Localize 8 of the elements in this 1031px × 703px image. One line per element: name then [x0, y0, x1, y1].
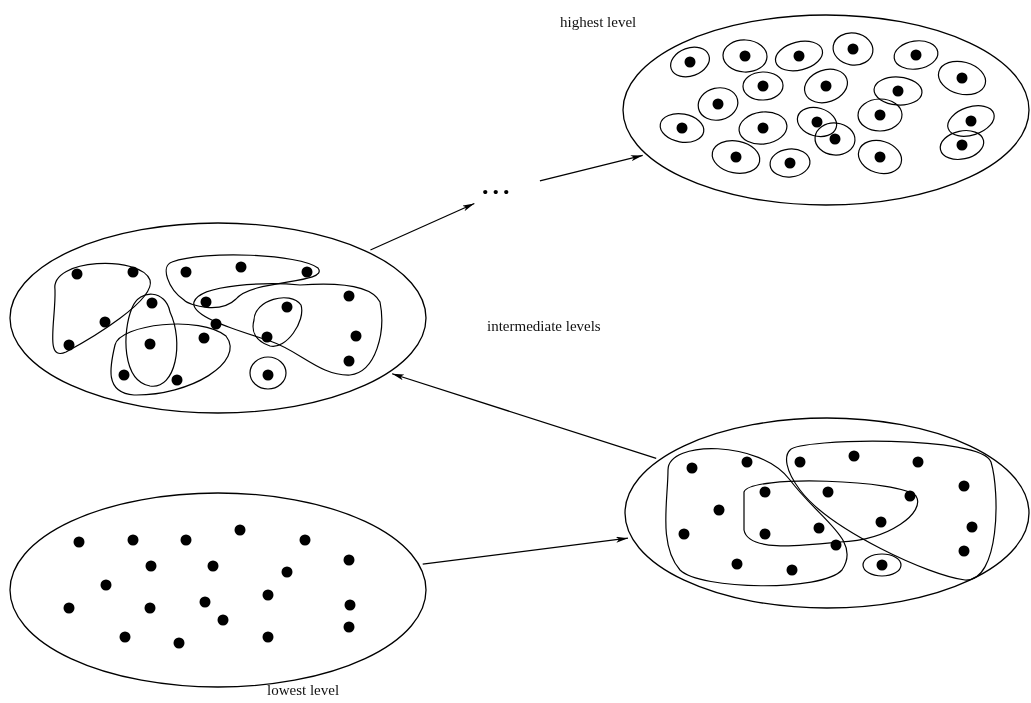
arrow: [369, 203, 475, 251]
arrow: [422, 536, 629, 565]
arrow: [539, 154, 644, 182]
arrow: [391, 373, 657, 459]
level-label: lowest level: [267, 682, 340, 699]
ellipsis-dots: ...: [482, 176, 514, 196]
level-label: highest level: [560, 14, 637, 31]
level-label: intermediate levels: [487, 318, 601, 335]
